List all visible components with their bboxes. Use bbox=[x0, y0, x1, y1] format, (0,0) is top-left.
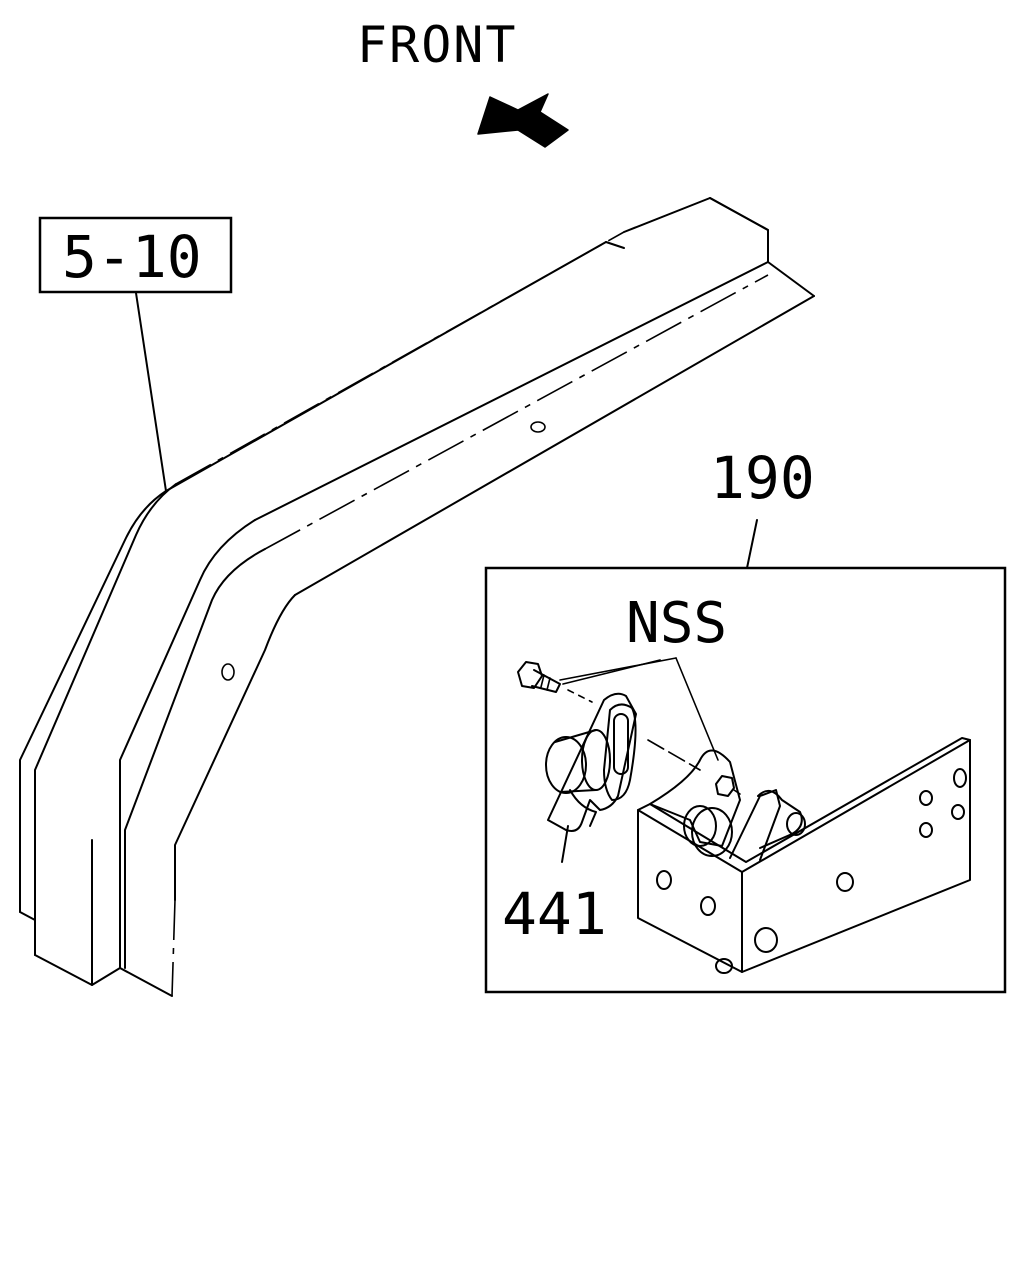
nss-leader-nut bbox=[675, 657, 719, 761]
front-label: FRONT bbox=[357, 16, 518, 74]
frame-reference-label: 5-10 bbox=[62, 223, 202, 291]
part-label: 441 bbox=[502, 880, 607, 948]
frame-reference-box bbox=[38, 216, 233, 294]
bracket bbox=[637, 737, 971, 974]
front-arrow-icon bbox=[477, 93, 569, 148]
part-leader bbox=[561, 825, 569, 863]
nss-label: NSS bbox=[626, 591, 727, 656]
frame-rail bbox=[19, 197, 815, 997]
frame-reference-callout: 5-10 bbox=[38, 216, 233, 492]
assembly-label: 190 bbox=[710, 444, 815, 512]
assembly-detail-box bbox=[484, 566, 1007, 994]
assembly-leader bbox=[746, 519, 758, 569]
frame-reference-leader bbox=[135, 292, 167, 492]
nss-leader-bolt bbox=[559, 657, 677, 681]
bolt bbox=[517, 661, 593, 703]
lever-assembly bbox=[545, 692, 701, 832]
